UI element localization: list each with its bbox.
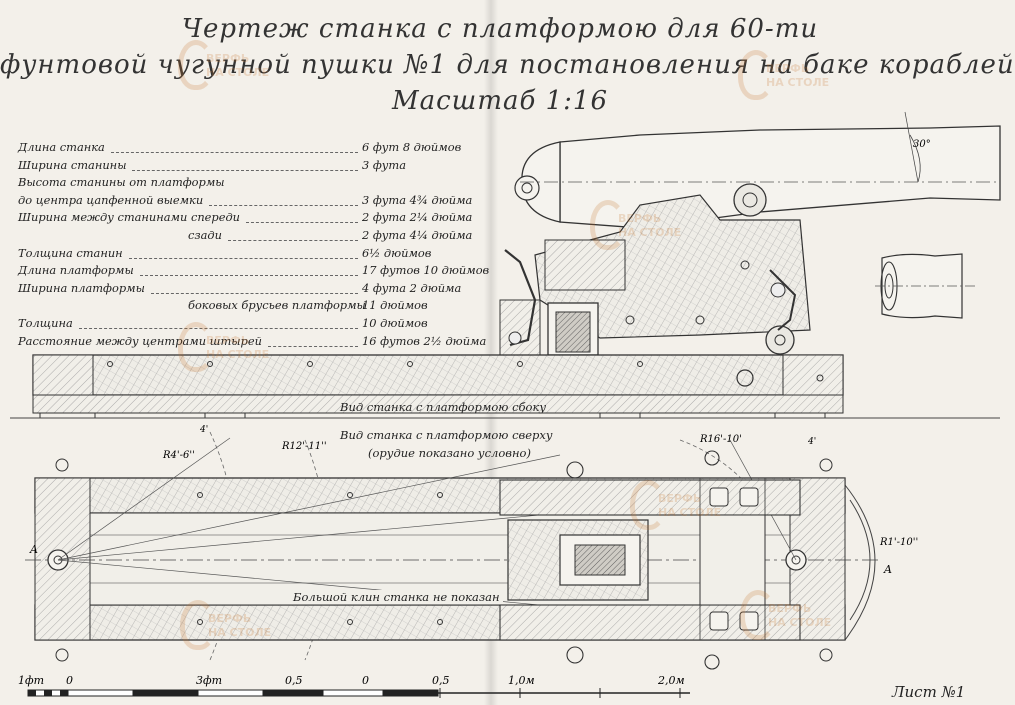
spec-label: до центра цапфенной выемки [18, 192, 204, 207]
spec-value: 17 футов 10 дюймов [362, 263, 490, 278]
trunnion [733, 183, 767, 217]
spec-label: Ширина станины [18, 157, 127, 172]
axis-label-right: A [883, 563, 892, 576]
scale-feet-left: 1фт [18, 674, 44, 687]
platform-side [32, 354, 844, 396]
title-scale: Масштаб 1:16 [392, 86, 608, 116]
truck-wheel [765, 325, 795, 355]
scale-bar [27, 688, 690, 698]
spec-label: Длина станка [18, 140, 105, 154]
spec-label: сзади [188, 227, 222, 242]
sheet-number: Лист №1 [892, 683, 966, 701]
spec-leader-line [246, 222, 358, 224]
spec-label: боковых брусьев платформы [188, 298, 366, 313]
spec-row: Расстояние между центрами штырей 16 футов… [18, 334, 488, 352]
angle-label: 30° [913, 139, 931, 150]
spec-leader-line [228, 239, 358, 241]
small-dim-label-left: 4' [199, 425, 208, 435]
scale-zero-feet: 0 [66, 674, 73, 687]
spec-row: Длина платформы 17 футов 10 дюймов [18, 263, 490, 281]
spec-label: Ширина между станинами спереди [18, 210, 241, 225]
scale-m4: 1,0м [508, 674, 535, 687]
spec-value: 6 фут 8 дюймов [362, 140, 462, 154]
fittings [55, 450, 833, 670]
scale-m5: 2,0м [657, 674, 685, 687]
side-view-label: Вид станка с платформою сбоку [340, 400, 546, 414]
cascabel [514, 175, 540, 201]
top-view-label: Вид станка с платформою сверху [340, 428, 553, 442]
scale-m2: 0 [362, 674, 369, 687]
radius-label-r16: R16'-10' [699, 434, 742, 445]
scale-m3: 0,5 [432, 674, 450, 687]
spec-row: Длина станка 6 фут 8 дюймов [18, 140, 488, 158]
spec-label: Длина платформы [18, 263, 134, 278]
spec-row: Толщина станин 6½ дюймов [18, 246, 488, 264]
spec-leader-line [151, 292, 358, 294]
spec-leader-line [79, 327, 358, 329]
spec-leader-line [132, 169, 358, 171]
spec-row: Толщина 10 дюймов [18, 316, 488, 334]
spec-row: Ширина станины 3 фута [18, 158, 488, 176]
muzzle-detail [875, 253, 975, 319]
spec-value: 11 дюймов [362, 298, 428, 313]
small-dim-label-right: 4' [807, 437, 816, 447]
title-line-2: фунтовой чугунной пушки №1 для постановл… [0, 50, 1015, 80]
spec-leader-line [209, 204, 358, 206]
spec-row: Высота станины от платформы [18, 175, 488, 193]
axis-label-left: A [29, 543, 38, 556]
spec-label: Расстояние между центрами штырей [18, 333, 262, 348]
cannon-barrel [559, 125, 1001, 229]
spec-leader-line [140, 275, 358, 277]
scale-m1: 0,5 [285, 674, 303, 687]
spec-label: Высота станины от платформы [18, 175, 225, 190]
platform-runner [32, 394, 844, 414]
title-line-1: Чертеж станка с платформою для 60-ти [181, 14, 819, 44]
spec-value: 2 фута 4¼ дюйма [362, 227, 473, 242]
spec-value: 10 дюймов [362, 315, 428, 330]
radius-label-r1: R1'-10'' [879, 537, 918, 548]
spec-label: Толщина [18, 315, 73, 330]
spec-label: Ширина платформы [18, 280, 145, 295]
spec-row: Ширина между станинами спереди 2 фута 2¼ … [18, 210, 488, 228]
spec-row: сзади 2 фута 4¼ дюйма [18, 228, 488, 246]
spec-value: 3 фута 4¾ дюйма [362, 192, 473, 207]
spec-label: Толщина станин [18, 245, 123, 260]
spec-row: Ширина платформы 4 фута 2 дюйма [18, 281, 488, 299]
wedge-note: Большой клин станка не показан [290, 590, 503, 604]
spec-row: до центра цапфенной выемки 3 фута 4¾ дюйм… [18, 193, 488, 211]
spec-leader-line [111, 152, 358, 153]
spec-value: 4 фута 2 дюйма [362, 280, 462, 295]
top-view [25, 431, 880, 670]
side-view [32, 111, 1001, 419]
rear-lever [769, 269, 797, 331]
spec-value: 2 фута 2¼ дюйма [362, 210, 473, 225]
radius-label-r4: R4'-6'' [162, 450, 195, 461]
spec-value: 6½ дюймов [362, 245, 432, 260]
axle-plank [699, 514, 766, 606]
spec-value: 16 футов 2½ дюйма [362, 333, 487, 348]
elevating-lever [504, 249, 537, 347]
spec-value: 3 фута [362, 157, 406, 172]
carriage-bracket [544, 239, 626, 291]
spec-leader-line [129, 257, 358, 259]
scale-feet-right: 3фт [196, 674, 222, 687]
top-view-note: (орудие показано условно) [368, 446, 531, 460]
radius-label-r12: R12'-11'' [281, 441, 327, 452]
spec-leader-line [268, 345, 358, 347]
